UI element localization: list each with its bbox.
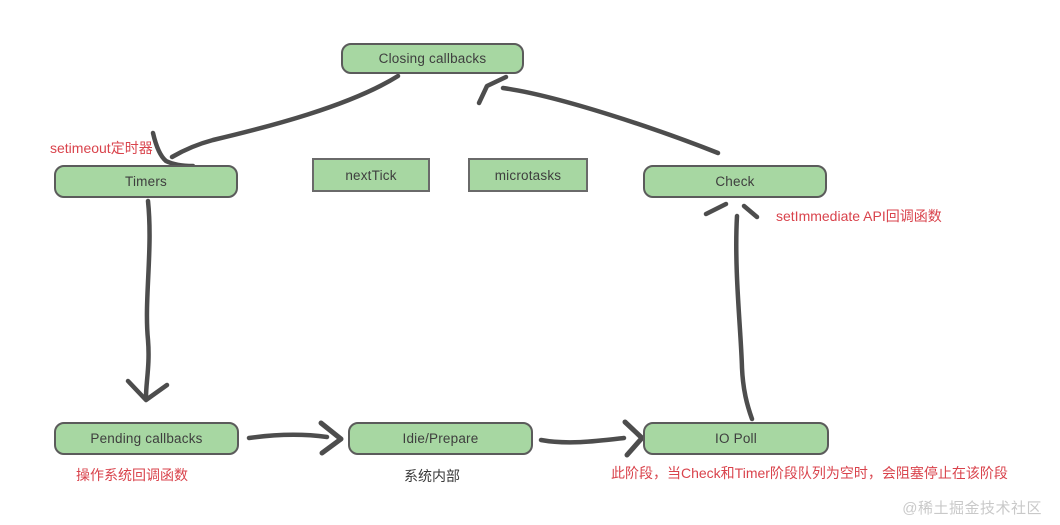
arrowhead-iopoll-to-check-left [703,201,729,217]
arrow-pending-to-idle [246,432,330,441]
arrowhead-idle-to-iopoll [622,419,645,458]
arrow-iopoll-to-check [734,213,755,422]
arrow-timers-to-pending [143,198,152,400]
node-nexttick: nextTick [312,158,430,192]
arrowhead-check-to-closing [476,74,509,106]
node-label: Check [715,174,755,189]
arrowhead-pending-to-idle [318,420,344,456]
arrow-closing-to-timers [169,73,401,160]
node-label: Idie/Prepare [402,431,479,446]
node-io-poll: IO Poll [643,422,829,455]
node-check: Check [643,165,827,198]
node-microtasks: microtasks [468,158,588,192]
arrow-idle-to-iopoll [538,435,627,445]
node-label: microtasks [494,167,562,183]
annotation-setimmediate: setImmediate API回调函数 [776,208,942,224]
annotation-os-callback: 操作系统回调函数 [76,467,188,483]
node-timers: Timers [54,165,238,198]
node-label: Closing callbacks [378,51,487,66]
node-idle-prepare: Idie/Prepare [348,422,533,455]
node-label: nextTick [345,167,397,183]
node-closing-callbacks: Closing callbacks [341,43,524,74]
watermark: @稀土掘金技术社区 [902,500,1042,517]
annotation-system-internal: 系统内部 [404,468,460,484]
node-pending-callbacks: Pending callbacks [54,422,239,455]
arrowhead-timers-to-pending [125,378,170,403]
arrowhead-iopoll-to-check-right [741,203,760,220]
arrowhead-closing-to-timers [150,130,196,169]
annotation-io-poll-note: 此阶段，当Check和Timer阶段队列为空时，会阻塞停止在该阶段 [611,465,1008,481]
node-label: Pending callbacks [90,431,203,446]
arrow-check-to-closing [500,85,721,156]
annotation-settimeout: setimeout定时器 [50,140,153,156]
node-label: Timers [125,174,167,189]
node-label: IO Poll [715,431,757,446]
